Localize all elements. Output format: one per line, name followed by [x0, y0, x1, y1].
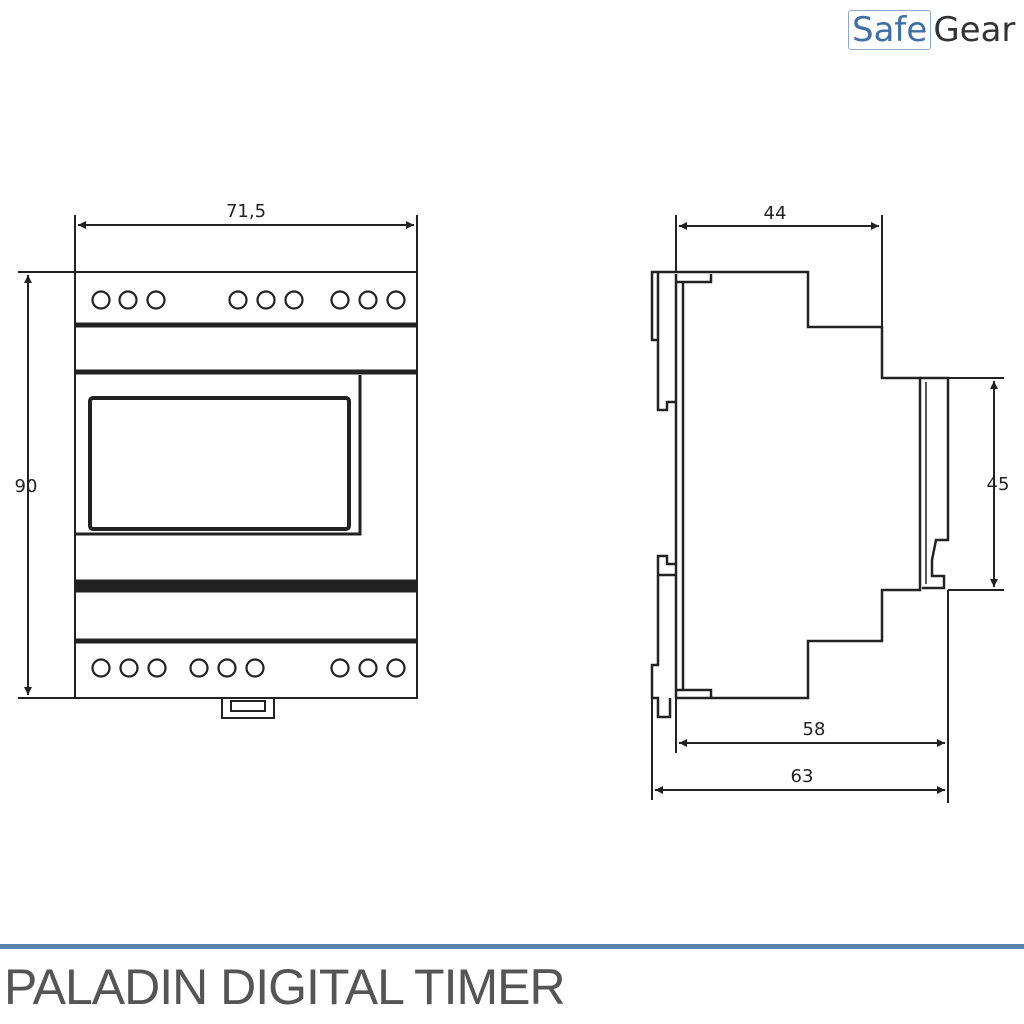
- side-din-clip: [920, 376, 950, 590]
- side-lower-hook: [650, 554, 676, 719]
- terminal-screw: [256, 290, 276, 310]
- terminal-screw: [386, 290, 406, 310]
- bottom-terminals: [91, 658, 406, 678]
- terminal-screw: [358, 658, 378, 678]
- dimension-drawing: 71,5 90 44 45 58 63: [15, 201, 1010, 803]
- terminal-screw: [217, 658, 237, 678]
- side-body-outline: [676, 270, 922, 700]
- terminal-screw: [119, 658, 139, 678]
- terminal-screw: [245, 658, 265, 678]
- side-upper-hook: [650, 270, 676, 412]
- footer-divider: [0, 944, 1024, 949]
- terminal-screw: [146, 290, 166, 310]
- front-body-outline: [74, 271, 418, 699]
- side-front-plate: [674, 274, 713, 698]
- page-title: PALADIN DIGITAL TIMER: [4, 959, 566, 1015]
- side-depth-44-label: 44: [764, 203, 787, 224]
- display-window: [88, 396, 351, 531]
- side-depth-63-label: 63: [791, 766, 814, 787]
- terminal-screw: [189, 658, 209, 678]
- front-width-label: 71,5: [226, 201, 266, 222]
- terminal-screw: [330, 658, 350, 678]
- terminal-screw: [358, 290, 378, 310]
- front-height-label: 90: [15, 476, 38, 497]
- din-rail-clip: [221, 697, 275, 719]
- terminal-screw: [386, 658, 406, 678]
- brand-logo-safe: Safe: [848, 10, 932, 50]
- terminal-screw: [147, 658, 167, 678]
- terminal-screw: [284, 290, 304, 310]
- terminal-screw: [118, 290, 138, 310]
- side-view: [650, 215, 1004, 803]
- terminal-screw: [228, 290, 248, 310]
- terminal-screw: [91, 290, 111, 310]
- side-rail-45-label: 45: [987, 474, 1010, 495]
- side-depth-58-label: 58: [803, 719, 826, 740]
- terminal-screw: [330, 290, 350, 310]
- brand-logo: Safe Gear: [848, 8, 1015, 52]
- top-terminals: [91, 290, 406, 310]
- terminal-screw: [91, 658, 111, 678]
- brand-logo-gear: Gear: [933, 10, 1016, 50]
- front-view: [18, 215, 418, 719]
